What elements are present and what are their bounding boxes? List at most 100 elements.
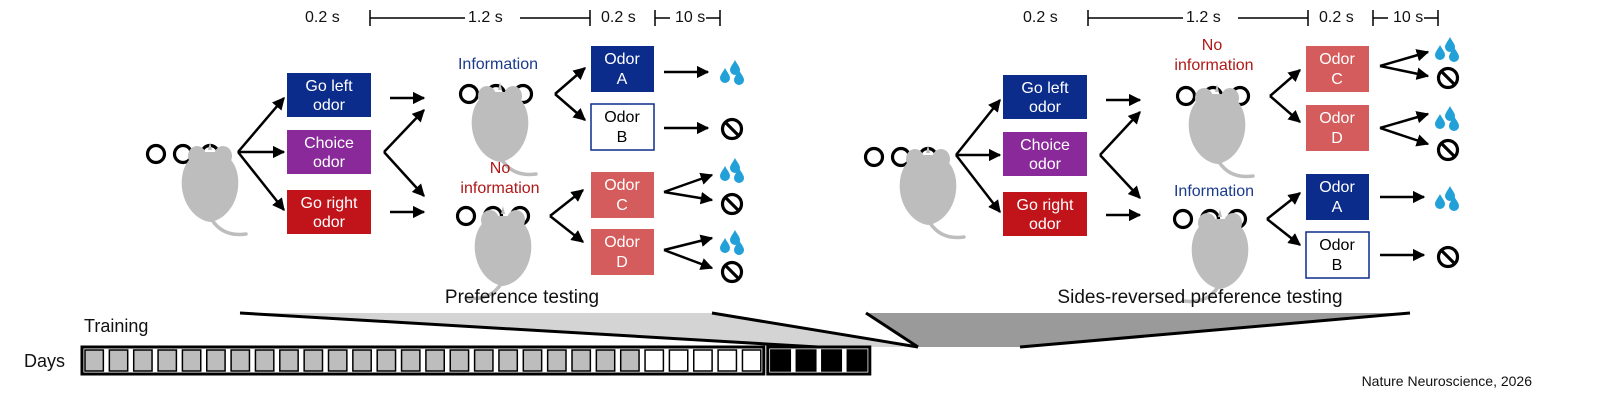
odor-b-line1: Odor bbox=[1319, 237, 1355, 254]
arrow bbox=[1379, 111, 1430, 130]
panel-title: Preference testing bbox=[445, 287, 599, 308]
training-day bbox=[181, 349, 202, 372]
arrow bbox=[663, 248, 714, 270]
time-label-outcome: 10 s bbox=[675, 9, 705, 26]
arrow bbox=[1266, 218, 1301, 246]
no-reward-icon bbox=[720, 117, 744, 141]
choice-odor-box bbox=[1003, 132, 1087, 176]
water-drops-icon bbox=[720, 158, 744, 183]
reversed-test-day bbox=[770, 349, 792, 372]
odor-d-line2: D bbox=[1331, 130, 1343, 147]
mouse-icon bbox=[179, 140, 248, 237]
odor-a-box bbox=[591, 46, 654, 92]
odor-a-line2: A bbox=[1332, 199, 1343, 216]
no-information-label-line1: No bbox=[490, 160, 511, 177]
mouse-icon bbox=[1186, 82, 1255, 179]
odor-b-line1: Odor bbox=[604, 109, 640, 126]
go-left-odor-line2: odor bbox=[313, 97, 346, 114]
choice-odor-line1: Choice bbox=[304, 135, 354, 152]
water-drops-icon bbox=[1435, 37, 1459, 62]
timeline-left: 0.2 s 1.2 s 0.2 s 10 s bbox=[305, 9, 721, 26]
time-label-delay: 1.2 s bbox=[468, 9, 503, 26]
training-day bbox=[327, 349, 348, 372]
odor-d-line1: Odor bbox=[1319, 110, 1355, 127]
odor-d-line2: D bbox=[616, 254, 628, 271]
arrow bbox=[549, 189, 584, 217]
information-label: Information bbox=[458, 56, 538, 73]
fan-edge bbox=[711, 311, 919, 349]
training-day bbox=[157, 349, 178, 372]
no-information-label-line2: information bbox=[1174, 57, 1253, 74]
no-reward-icon bbox=[1436, 245, 1460, 269]
no-information-label-line2: information bbox=[460, 180, 539, 197]
arrow bbox=[663, 190, 714, 205]
arrow bbox=[554, 67, 586, 95]
go-right-odor-line2: odor bbox=[1029, 216, 1062, 233]
time-label-delay: 1.2 s bbox=[1186, 9, 1221, 26]
no-reward-icon bbox=[1436, 138, 1460, 162]
odor-d-box bbox=[1306, 105, 1369, 151]
odor-a-line2: A bbox=[617, 71, 628, 88]
mouse-icon bbox=[897, 143, 966, 240]
choice-odor-line2: odor bbox=[313, 154, 346, 171]
go-right-odor-line1: Go right bbox=[301, 195, 358, 212]
odor-b-line2: B bbox=[1332, 257, 1343, 274]
preference-test-day bbox=[693, 349, 713, 372]
fan-edge bbox=[1019, 311, 1411, 349]
odor-c-line1: Odor bbox=[604, 177, 640, 194]
go-left-odor-line1: Go left bbox=[1021, 80, 1069, 97]
reversed-test-day bbox=[846, 349, 868, 372]
odor-b-box bbox=[1305, 231, 1370, 279]
training-day bbox=[84, 349, 105, 372]
arrow bbox=[1269, 95, 1301, 123]
water-drops-icon bbox=[720, 230, 744, 255]
arrow bbox=[1269, 69, 1301, 97]
preference-test-day bbox=[668, 349, 689, 372]
go-left-odor-line2: odor bbox=[1029, 99, 1062, 116]
training-day bbox=[425, 349, 445, 372]
choice-odor-line1: Choice bbox=[1020, 137, 1070, 154]
go-left-odor-box bbox=[1003, 75, 1087, 119]
reversed-test-day bbox=[821, 349, 843, 372]
choice-odor-line2: odor bbox=[1029, 156, 1062, 173]
days-label: Days bbox=[24, 351, 65, 371]
odor-d-box bbox=[591, 229, 654, 275]
arrow bbox=[663, 172, 714, 194]
go-right-odor-line1: Go right bbox=[1017, 197, 1074, 214]
choice-odor-box bbox=[287, 130, 371, 174]
odor-d-line1: Odor bbox=[604, 234, 640, 251]
arrow bbox=[383, 109, 425, 153]
training-day bbox=[132, 349, 153, 372]
training-day bbox=[571, 349, 592, 372]
go-left-odor-box bbox=[287, 73, 371, 117]
time-label-cue: 0.2 s bbox=[305, 9, 340, 26]
panel-preference-testing: Go left odor Choice odor Go right odor I… bbox=[145, 46, 744, 308]
fan-edge bbox=[865, 311, 919, 349]
training-label: Training bbox=[84, 316, 148, 336]
training-day bbox=[473, 349, 494, 372]
training-day bbox=[108, 349, 129, 372]
fan-edge bbox=[239, 311, 819, 349]
reversed-test-day bbox=[795, 349, 817, 372]
odor-c-line2: C bbox=[616, 197, 628, 214]
training-day bbox=[279, 349, 299, 372]
preference-test-day bbox=[644, 349, 665, 372]
odor-b-line2: B bbox=[617, 129, 628, 146]
reversed-zoom-fan bbox=[866, 313, 1410, 347]
timeline-right: 0.2 s 1.2 s 0.2 s 10 s bbox=[1023, 9, 1439, 26]
arrow bbox=[1379, 64, 1430, 80]
odor-a-line1: Odor bbox=[1319, 179, 1355, 196]
odor-b-box bbox=[590, 103, 655, 151]
arrow bbox=[237, 97, 285, 153]
arrow bbox=[955, 154, 1001, 213]
no-reward-icon bbox=[720, 192, 744, 216]
mouse-icon bbox=[465, 204, 534, 301]
time-label-cue: 0.2 s bbox=[1023, 9, 1058, 26]
panel-sides-reversed: Go left odor Choice odor Go right odor N… bbox=[863, 37, 1460, 308]
time-label-outcome: 10 s bbox=[1393, 9, 1423, 26]
arrow bbox=[383, 151, 425, 197]
arrow bbox=[237, 151, 285, 211]
arrow bbox=[1379, 126, 1430, 147]
credit: Nature Neuroscience, 2026 bbox=[1362, 373, 1533, 389]
training-day bbox=[230, 349, 251, 372]
